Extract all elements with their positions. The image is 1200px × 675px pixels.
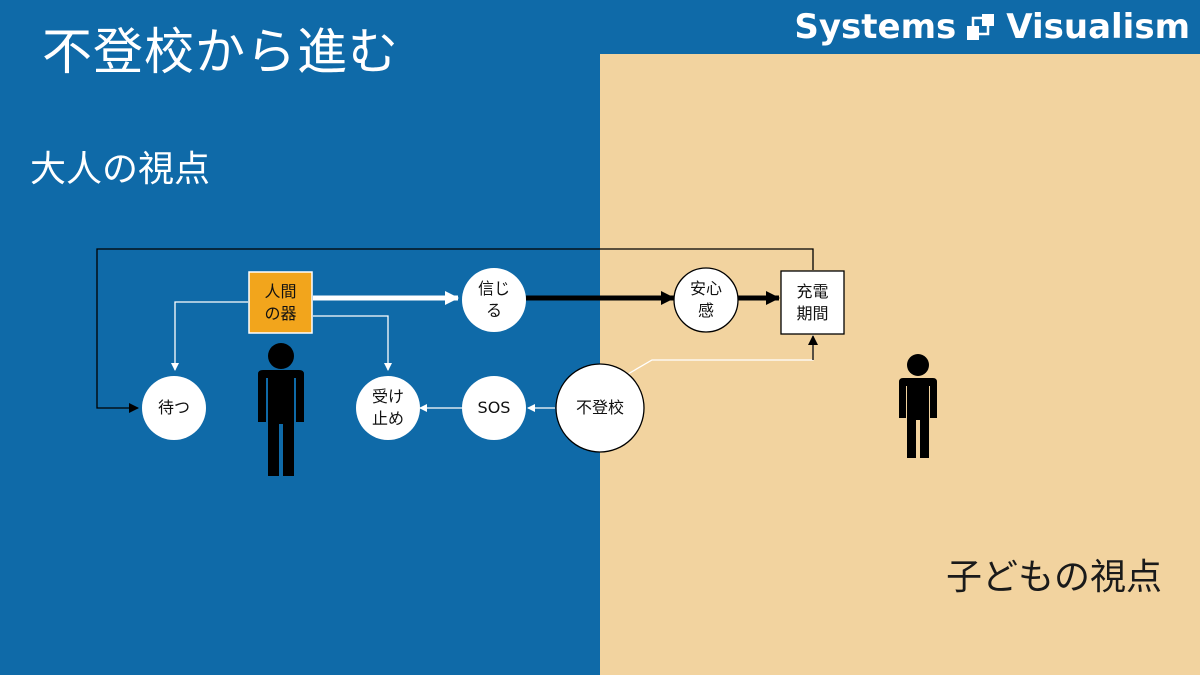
node-futoukou-circle [555,363,645,453]
node-ningen-no-utsuwa: 人間 の器 [249,272,312,333]
node-ningen-no-utsuwa-box [248,271,313,334]
node-shinjiru-line2: る [485,301,502,320]
arrow-ningen-to-ukedome [313,315,392,371]
node-matsu-label: 待つ [157,398,190,417]
node-anshin-line1: 安心 [689,279,722,298]
child-person-icon [899,354,937,458]
node-anshinkan: 安心 感 [674,268,738,332]
systems-visualism-logo-icon [967,14,995,40]
loop-line-blue-segment [96,248,600,413]
node-ukedome-circle [356,376,420,440]
child-perspective-panel [600,54,1200,675]
loop-line-beige-segment [600,248,814,270]
node-juuden-kikan: 充電 期間 [781,271,844,334]
node-juuden-kikan-box [780,270,845,335]
child-perspective-label: 子どもの視点 [946,557,1163,598]
node-juuden-line1: 充電 [796,281,829,301]
node-shinjiru: 信じ る [462,268,526,332]
arrow-futoukou-to-juuden [627,335,814,375]
brand-name-right: Visualism [1006,7,1190,47]
node-ukedome-line2: 止め [371,409,404,428]
node-ukedome: 受け 止め [356,376,420,440]
arrow-ningen-to-matsu [171,301,248,371]
node-ukedome-line1: 受け [371,387,404,406]
adult-perspective-panel [0,0,600,675]
brand-name-left: Systems [794,7,957,47]
node-ningen-line1: 人間 [264,281,297,301]
node-ningen-line2: の器 [264,303,297,323]
node-anshinkan-circle [673,267,739,333]
node-matsu: 待つ [142,376,206,440]
node-anshin-line2: 感 [697,301,714,320]
slide-title: 不登校から進む [42,23,399,81]
node-shinjiru-circle [462,268,526,332]
node-sos-label: SOS [477,398,511,417]
node-futoukou: 不登校 [556,364,644,452]
node-shinjiru-line1: 信じ [477,279,510,298]
node-juuden-line2: 期間 [796,303,829,323]
brand-logo: Systems Visualism [794,6,1190,48]
adult-person-icon [258,343,304,476]
node-sos: SOS [462,376,526,440]
adult-perspective-label: 大人の視点 [30,149,211,190]
node-matsu-circle [142,376,206,440]
node-futoukou-label: 不登校 [575,398,624,417]
node-sos-circle [462,376,526,440]
